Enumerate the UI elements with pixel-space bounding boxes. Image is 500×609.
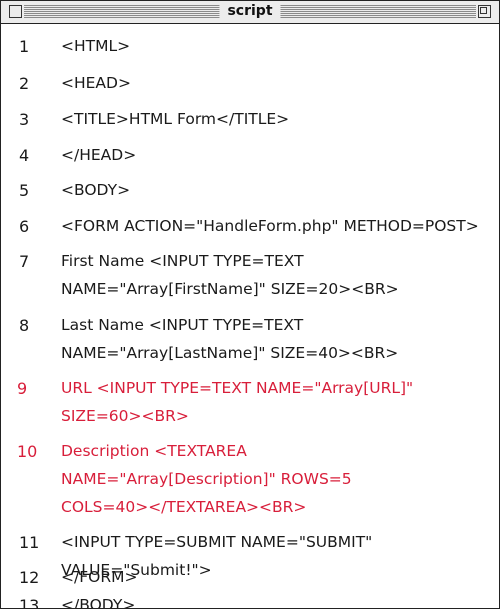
code-text: First Name <INPUT TYPE=TEXT	[61, 252, 304, 270]
title-bar[interactable]: script	[1, 1, 499, 24]
line-number: 8	[19, 316, 30, 335]
code-text: </HEAD>	[61, 146, 137, 164]
line-number: 9	[17, 379, 28, 398]
code-text: Description <TEXTAREA	[61, 442, 247, 460]
line-number: 12	[19, 568, 40, 587]
code-text: COLS=40></TEXTAREA><BR>	[61, 498, 307, 516]
line-number: 5	[19, 181, 30, 200]
code-text: NAME="Array[LastName]" SIZE=40><BR>	[61, 344, 399, 362]
code-text: <FORM ACTION="HandleForm.php" METHOD=POS…	[61, 217, 479, 235]
code-text: Last Name <INPUT TYPE=TEXT	[61, 316, 304, 334]
code-text: NAME="Array[Description]" ROWS=5	[61, 470, 352, 488]
line-number: 6	[19, 217, 30, 236]
close-box-icon[interactable]	[9, 5, 22, 18]
code-text: <HEAD>	[61, 74, 131, 92]
zoom-box-icon[interactable]	[478, 5, 491, 18]
window-title: script	[219, 3, 281, 20]
code-text: VALUE="Submit!">	[61, 561, 212, 579]
code-listing: 1 <HTML> 2 <HEAD> 3 <TITLE>HTML Form</TI…	[1, 24, 499, 608]
code-text: <BODY>	[61, 181, 131, 199]
line-number: 11	[19, 533, 40, 552]
line-number: 7	[19, 252, 30, 271]
code-text: NAME="Array[FirstName]" SIZE=20><BR>	[61, 280, 399, 298]
line-number: 13	[19, 596, 40, 609]
code-text: URL <INPUT TYPE=TEXT NAME="Array[URL]"	[61, 379, 414, 397]
code-text: <HTML>	[61, 37, 131, 55]
code-text: <TITLE>HTML Form</TITLE>	[61, 110, 290, 128]
line-number: 4	[19, 146, 30, 165]
line-number: 10	[17, 442, 38, 461]
line-number: 1	[19, 37, 30, 56]
code-text: </BODY>	[61, 596, 136, 609]
code-text: SIZE=60><BR>	[61, 407, 189, 425]
code-text: <INPUT TYPE=SUBMIT NAME="SUBMIT"	[61, 533, 373, 551]
line-number: 3	[19, 110, 30, 129]
line-number: 2	[19, 74, 30, 93]
code-text: </FORM>	[61, 568, 138, 586]
